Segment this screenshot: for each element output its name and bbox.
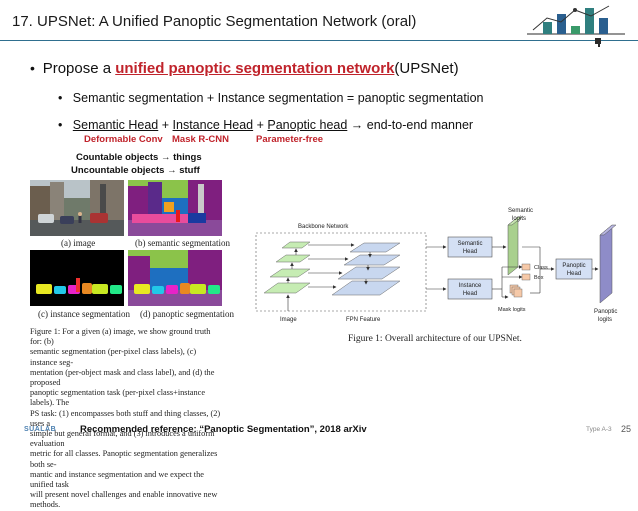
- panoptic-segmentation-image: [128, 250, 222, 306]
- page-number: 25: [621, 424, 632, 434]
- bullet-sub-1: • Semantic segmentation + Instance segme…: [58, 91, 483, 105]
- figure1-caption-line: Figure 1: For a given (a) image, we show…: [30, 327, 211, 347]
- footer-type: Type A-3: [586, 426, 612, 433]
- plus-sign: +: [253, 118, 268, 132]
- bullet-sub-1-text: Semantic segmentation + Instance segment…: [72, 91, 484, 105]
- figure1-caption-line: semantic segmentation (per-pixel class l…: [30, 347, 197, 367]
- semantic-logits-slab: [507, 216, 519, 276]
- deformable-conv-label: Deformable Conv: [84, 134, 163, 145]
- footer-reference: Recommended reference: “Panoptic Segment…: [80, 424, 367, 435]
- semantic-head-text: Semantic: [457, 241, 482, 247]
- panoptic-logits-text: logits: [598, 317, 612, 323]
- figure1-caption-line: metric for all classes. Panoptic segment…: [30, 449, 218, 469]
- bullet-dot-icon: •: [58, 118, 73, 132]
- box-text: Box: [534, 275, 544, 281]
- panoptic-head-text: Head: [567, 271, 581, 277]
- upsnet-architecture-diagram: Backbone Network Image FPN Feature Seman…: [255, 208, 617, 323]
- backbone-box: [255, 232, 427, 312]
- panoptic-head-text: Panoptic: [562, 263, 585, 269]
- image-label: Image: [280, 317, 297, 323]
- title-divider: [0, 40, 638, 41]
- countable-note: Countable objects → things: [76, 152, 202, 163]
- caption-a: (a) image: [61, 238, 96, 248]
- plus-sign: +: [158, 118, 173, 132]
- fpn-label: FPN Feature: [346, 317, 381, 323]
- mask-rcnn-label: Mask R-CNN: [172, 134, 230, 145]
- backbone-label: Backbone Network: [298, 224, 349, 230]
- instance-head-text: Head: [463, 291, 477, 297]
- semantic-head-text: Head: [463, 249, 477, 255]
- semantic-head-term: Semantic Head: [72, 118, 159, 132]
- box-output: [521, 273, 531, 281]
- street-image: [30, 180, 124, 236]
- bullet-main-suffix: (UPSNet): [394, 60, 459, 77]
- end-to-end-text: → end-to-end manner: [347, 118, 474, 132]
- semantic-logits-text: Semantic: [508, 208, 533, 214]
- bullet-dot-icon: •: [30, 60, 43, 76]
- instance-head-text: Instance: [459, 283, 482, 289]
- fpn-layers: [331, 242, 401, 296]
- panoptic-logits-slab: [599, 224, 613, 304]
- bullet-sub-2: • Semantic Head + Instance Head + Panopt…: [58, 118, 473, 132]
- panoptic-logits-text: Panoptic: [594, 309, 617, 315]
- figure1-caption: Figure 1: For a given (a) image, we show…: [30, 327, 222, 511]
- footer-brand: SUALAB: [24, 426, 57, 433]
- semantic-segmentation-image: [128, 180, 222, 236]
- slide-title: 17. UPSNet: A Unified Panoptic Segmentat…: [12, 13, 417, 30]
- figure1-caption-line: PS task: (1) encompasses both stuff and …: [30, 408, 221, 428]
- class-text: Class: [534, 265, 548, 271]
- backbone-layers: [263, 241, 311, 294]
- figure1-caption-line: panoptic segmentation task (per-pixel cl…: [30, 388, 206, 408]
- caption-d: (d) panoptic segmentation: [140, 309, 234, 319]
- caption-c: (c) instance segmentation: [38, 309, 130, 319]
- figure2-caption: Figure 1: Overall architecture of our UP…: [348, 334, 522, 344]
- mask-logits-text: Mask logits: [498, 307, 526, 313]
- instance-head-term: Instance Head: [172, 118, 254, 132]
- uncountable-note: Uncountable objects → stuff: [71, 165, 200, 176]
- bullet-main-highlight: unified panoptic segmentation network: [115, 60, 395, 77]
- parameter-free-label: Parameter-free: [256, 134, 324, 145]
- chart-logo-icon: [523, 2, 633, 47]
- bullet-main: • Propose a unified panoptic segmentatio…: [30, 60, 459, 77]
- bullet-main-prefix: Propose a: [42, 60, 116, 77]
- semantic-logits-text: logits: [512, 216, 526, 222]
- figure1-caption-line: mantic and instance segmentation and we …: [30, 469, 204, 490]
- panoptic-head-term: Panoptic head: [267, 118, 348, 132]
- caption-b: (b) semantic segmentation: [135, 238, 230, 248]
- bullet-dot-icon: •: [58, 91, 73, 105]
- figure1-caption-line: mentation (per-object mask and class lab…: [30, 367, 215, 388]
- figure1-caption-line: will present novel challenges and enable…: [30, 490, 218, 510]
- class-output: [521, 263, 531, 271]
- mask-logits-stack: [509, 284, 523, 298]
- instance-segmentation-image: [30, 250, 124, 306]
